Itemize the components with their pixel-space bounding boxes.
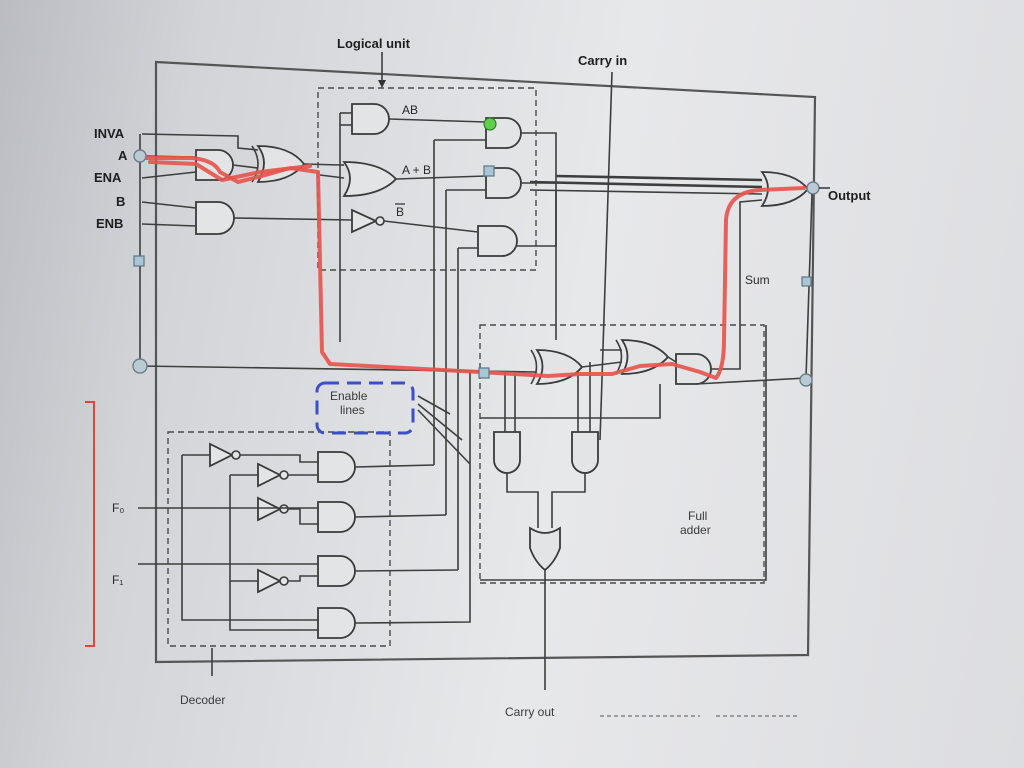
f0-label: F₀ (112, 501, 124, 515)
f1-label: F₁ (112, 573, 123, 587)
enable-lines-label-2: lines (340, 403, 365, 417)
node-green (483, 117, 497, 131)
highlight-path (140, 156, 806, 380)
inverter-dec-3 (257, 496, 283, 522)
and-gate-lu-3 (477, 225, 518, 257)
logical-unit-title: Logical unit (337, 36, 411, 51)
inva-label: INVA (94, 126, 125, 141)
sum-marker (801, 276, 812, 287)
ena-label: ENA (94, 170, 122, 185)
decoder-box (167, 431, 391, 647)
carry-in-wire (599, 71, 613, 441)
logical-unit-gates (342, 103, 522, 257)
input-gates (195, 145, 306, 235)
enable-lines-highlight (315, 381, 415, 435)
and-gate-b-enb (195, 201, 235, 235)
or-gate-carry-out (529, 526, 561, 572)
marker-enable (478, 367, 490, 379)
full-adder-output-node (799, 373, 813, 387)
full-adder-label-1: Full (688, 509, 707, 523)
decoder-wires (138, 370, 471, 676)
full-adder-box (479, 324, 765, 584)
marker-left (133, 255, 145, 267)
and-gate-dec-1 (317, 451, 356, 483)
inverter-dec-2 (257, 462, 283, 488)
and-gate-dec-4 (317, 607, 356, 639)
carry-in-label: Carry in (578, 53, 627, 68)
left-bracket (85, 401, 95, 647)
input-wires (139, 133, 353, 366)
decoder-label: Decoder (180, 693, 225, 707)
enable-lines-label-1: Enable (330, 389, 368, 403)
decoder-gates (209, 442, 356, 639)
full-adder-wires (139, 193, 813, 690)
enb-label: ENB (96, 216, 123, 231)
and-gate-lu-2 (485, 167, 522, 199)
inverter-b-bar (351, 208, 379, 234)
ab-label: AB (402, 103, 418, 117)
output-node (806, 181, 820, 195)
output-label: Output (828, 188, 871, 203)
and-gate-fa-3 (493, 431, 521, 474)
and-gate-fa-4 (571, 431, 599, 474)
marker-lu-mid (483, 165, 495, 177)
inverter-dec-4 (257, 568, 283, 594)
node-lower-left (132, 358, 148, 374)
and-gate-ab (351, 103, 390, 135)
and-gate-dec-2 (317, 501, 356, 533)
xor-gate-fa-1 (535, 349, 584, 385)
or-gate-a-plus-b (342, 161, 398, 197)
node-a (133, 149, 147, 163)
logical-unit-wires (319, 112, 763, 570)
sum-label: Sum (745, 273, 770, 287)
and-gate-dec-3 (317, 555, 356, 587)
inverter-dec-1 (209, 442, 235, 468)
a-plus-b-label: A + B (402, 163, 431, 177)
b-label: B (116, 194, 125, 209)
full-adder-label-2: adder (680, 523, 711, 537)
outer-frame (154, 60, 817, 664)
highlight-path-2 (148, 160, 312, 182)
carry-out-label: Carry out (505, 705, 555, 719)
b-bar-label: B (396, 205, 404, 219)
a-label: A (118, 148, 128, 163)
